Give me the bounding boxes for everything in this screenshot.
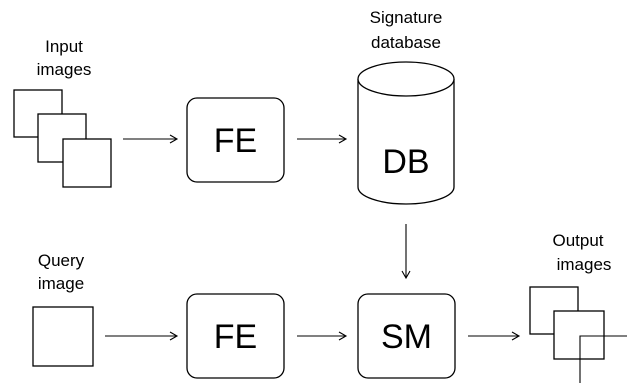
fe-bottom-label: FE: [214, 318, 257, 356]
db-cylinder-node: DB: [357, 61, 455, 205]
arrow-query-to-fe: [105, 331, 179, 341]
input-images-label-line2: images: [37, 60, 92, 79]
output-images-label-line2: images: [557, 255, 612, 274]
input-images-label-line1: Input: [45, 37, 83, 56]
output-image-3: [579, 335, 627, 383]
query-image-label-line2: image: [38, 274, 84, 293]
fe-top-node: FE: [186, 97, 285, 183]
query-image: [32, 306, 94, 367]
input-image-3: [62, 138, 112, 188]
sm-label: SM: [381, 318, 432, 356]
db-cylinder-top: [357, 61, 455, 97]
query-image-label-line1: Query: [38, 251, 85, 270]
signature-database-label-line1: Signature: [370, 8, 443, 27]
arrow-input-to-fe: [123, 134, 179, 144]
signature-database-label-line2: database: [371, 33, 441, 52]
fe-top-label: FE: [214, 122, 257, 160]
arrow-fe-to-sm: [297, 331, 348, 341]
output-image-2: [553, 310, 605, 360]
output-images-stack: [529, 286, 627, 383]
arrow-db-to-sm: [401, 224, 411, 280]
input-images-stack: [13, 89, 112, 188]
fe-top-box: [186, 97, 285, 183]
sm-node: SM: [357, 293, 456, 379]
db-label: DB: [382, 143, 429, 181]
fe-bottom-box: [186, 293, 285, 379]
db-cylinder-body: [357, 79, 455, 205]
fe-bottom-node: FE: [186, 293, 285, 379]
output-images-label-line1: Output: [552, 231, 603, 250]
arrow-fe-to-db: [297, 134, 348, 144]
sm-box: [357, 293, 456, 379]
arrow-sm-to-output: [468, 331, 521, 341]
